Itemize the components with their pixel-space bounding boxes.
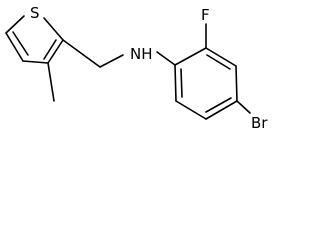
benzene-ring bbox=[174, 47, 238, 120]
bromine-label: Br bbox=[251, 114, 268, 132]
bond-c3-c4 bbox=[22, 60, 49, 64]
bond-c4-br bbox=[236, 100, 251, 114]
bond-c5-c6 bbox=[175, 100, 207, 120]
bond-c2-c3 bbox=[47, 39, 64, 64]
bond-c3-methyl bbox=[47, 62, 55, 102]
bond-c2-ch2 bbox=[62, 39, 101, 68]
bond-ch2-n bbox=[99, 54, 124, 68]
bond-c4-c5 bbox=[5, 32, 24, 62]
fluorine-label: F bbox=[201, 6, 210, 24]
bond-c5-s bbox=[5, 15, 25, 34]
bond-c4-c5-inner bbox=[12, 31, 29, 56]
bond-c2-c3 bbox=[205, 47, 237, 67]
sulfur-label: S bbox=[30, 4, 40, 22]
bond-c2-c3-inner bbox=[43, 39, 57, 60]
amine-label: NH bbox=[130, 45, 153, 63]
bond-c1-c2 bbox=[174, 47, 207, 66]
bond-c3-c4 bbox=[235, 65, 238, 102]
bond-c2-c3-inner bbox=[206, 54, 231, 70]
bond-s-c2 bbox=[43, 17, 64, 41]
thiophene-ring bbox=[5, 15, 64, 64]
bond-n-c1 bbox=[156, 51, 176, 66]
bond-c6-c1 bbox=[174, 64, 177, 102]
bond-c4-c5-inner bbox=[205, 97, 232, 113]
bond-c6-c1-inner bbox=[180, 68, 183, 98]
molecule-diagram: S F NH Br bbox=[5, 4, 268, 132]
bond-c4-c5 bbox=[205, 100, 238, 120]
